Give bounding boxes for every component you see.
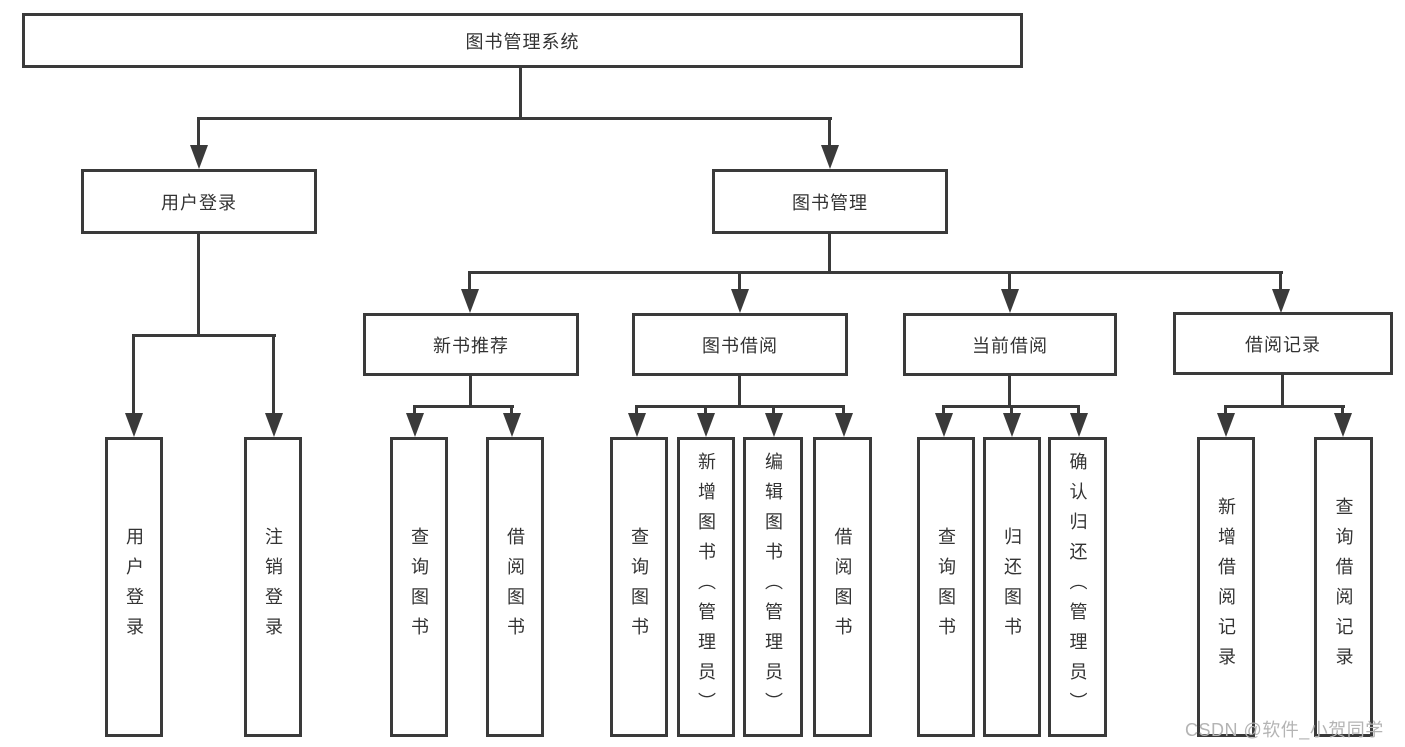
connector-drop-book-management: [828, 117, 831, 150]
connector-drop-current-borrow: [1008, 271, 1011, 293]
arrowhead-book-management-icon: [821, 145, 839, 169]
connector-user-login-rail: [132, 334, 276, 337]
arrowhead-login-leaf-icon: [125, 413, 143, 437]
arrowhead-nb-query-icon: [406, 413, 424, 437]
connector-root-trunk: [519, 66, 522, 119]
node-leaf-br-query-record: 查询借阅记录: [1314, 437, 1373, 737]
node-leaf-nb-query-books: 查询图书: [390, 437, 448, 737]
node-leaf-logout: 注销登录: [244, 437, 302, 737]
node-book-borrow: 图书借阅: [632, 313, 848, 376]
arrowhead-br-add-icon: [1217, 413, 1235, 437]
arrowhead-borrow-records-icon: [1272, 289, 1290, 313]
connector-drop-cb-return: [1010, 405, 1013, 419]
connector-new-book-trunk: [469, 374, 472, 407]
connector-drop-bb-borrow: [842, 405, 845, 419]
node-book-management: 图书管理: [712, 169, 948, 234]
connector-book-management-trunk: [828, 232, 831, 274]
connector-level2-rail: [468, 271, 1283, 274]
csdn-watermark: CSDN @软件_小贺同学: [1185, 720, 1384, 740]
connector-drop-nb-query: [413, 405, 416, 419]
arrowhead-bb-edit-icon: [765, 413, 783, 437]
connector-drop-borrow-records: [1279, 271, 1282, 293]
connector-borrow-records-trunk: [1281, 373, 1284, 407]
connector-book-borrow-trunk: [738, 374, 741, 407]
node-library-system: 图书管理系统: [22, 13, 1023, 68]
node-leaf-cb-confirm-return-admin: 确认归还（管理员）: [1048, 437, 1107, 737]
connector-current-borrow-trunk: [1008, 374, 1011, 407]
node-new-book-recommend: 新书推荐: [363, 313, 579, 376]
arrowhead-br-query-icon: [1334, 413, 1352, 437]
arrowhead-cb-query-icon: [935, 413, 953, 437]
node-leaf-cb-return-books: 归还图书: [983, 437, 1041, 737]
connector-book-borrow-rail: [635, 405, 845, 408]
connector-drop-cb-query: [942, 405, 945, 419]
connector-drop-logout-leaf: [272, 334, 275, 416]
node-leaf-nb-borrow-books: 借阅图书: [486, 437, 544, 737]
arrowhead-cb-confirm-icon: [1070, 413, 1088, 437]
connector-user-login-trunk: [197, 232, 200, 336]
arrowhead-nb-borrow-icon: [503, 413, 521, 437]
arrowhead-new-book-icon: [461, 289, 479, 313]
connector-drop-login-leaf: [132, 334, 135, 416]
node-leaf-bb-edit-books-admin: 编辑图书（管理员）: [743, 437, 803, 737]
arrowhead-cb-return-icon: [1003, 413, 1021, 437]
connector-drop-new-book: [468, 271, 471, 293]
connector-drop-nb-borrow: [510, 405, 513, 419]
node-leaf-user-login: 用户登录: [105, 437, 163, 737]
arrowhead-user-login-icon: [190, 145, 208, 169]
arrowhead-bb-borrow-icon: [835, 413, 853, 437]
arrowhead-bb-query-icon: [628, 413, 646, 437]
connector-drop-br-query: [1341, 405, 1344, 419]
connector-drop-bb-edit: [772, 405, 775, 419]
connector-drop-bb-query: [635, 405, 638, 419]
node-borrow-records: 借阅记录: [1173, 312, 1393, 375]
node-leaf-bb-borrow-books: 借阅图书: [813, 437, 872, 737]
connector-drop-book-borrow: [738, 271, 741, 293]
arrowhead-book-borrow-icon: [731, 289, 749, 313]
arrowhead-bb-add-icon: [697, 413, 715, 437]
node-leaf-br-add-record: 新增借阅记录: [1197, 437, 1255, 737]
connector-drop-br-add: [1224, 405, 1227, 419]
connector-drop-cb-confirm: [1077, 405, 1080, 419]
node-leaf-cb-query-books: 查询图书: [917, 437, 975, 737]
arrowhead-logout-leaf-icon: [265, 413, 283, 437]
node-leaf-bb-query-books: 查询图书: [610, 437, 668, 737]
connector-level1-rail: [197, 117, 832, 120]
node-leaf-bb-add-books-admin: 新增图书（管理员）: [677, 437, 735, 737]
node-user-login: 用户登录: [81, 169, 317, 234]
connector-borrow-records-rail: [1224, 405, 1345, 408]
connector-drop-user-login: [197, 117, 200, 150]
arrowhead-current-borrow-icon: [1001, 289, 1019, 313]
connector-drop-bb-add: [704, 405, 707, 419]
connector-new-book-rail: [413, 405, 514, 408]
node-current-borrow: 当前借阅: [903, 313, 1117, 376]
